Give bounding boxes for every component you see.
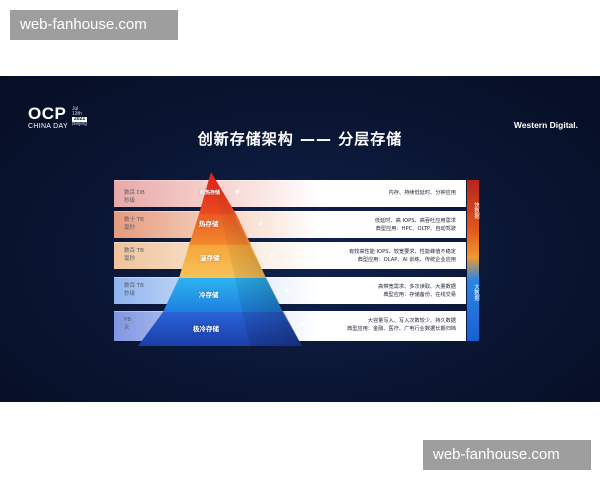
ocp-date-line: Jul 13th	[72, 106, 82, 117]
ocp-year-badge: 2021	[72, 116, 88, 122]
connector-dot	[270, 254, 273, 257]
connector-dot	[236, 190, 239, 193]
tier-description: 有较高性能 IOPS、较宽要求、性能峰值不稳定 典型应用：OLAP、AI 训练、…	[286, 248, 456, 264]
tier-label-cold: 冷存储	[199, 291, 219, 299]
connector-dot	[259, 222, 262, 225]
connector-dot	[300, 323, 303, 326]
tier-description-line: 典型应用：HPC、OLTP、自动驾驶	[375, 226, 456, 232]
tier-description-line: 典型应用：OLAP、AI 训练、传统企业应用	[357, 257, 456, 263]
connector-dot	[285, 289, 288, 292]
side-label-big-data: 大数据	[473, 284, 479, 301]
tier-description-line: 典型应用：金融、医疗、广电行业数据长期归档	[347, 326, 456, 332]
tier-label-ultra-hot: 超热存储	[200, 190, 221, 196]
tier-description: 内存、持续低延时、分钟应用	[286, 189, 456, 197]
tier-label-frozen: 极冷存储	[193, 325, 219, 333]
tier-description: 高带宽需求、多次读取、大量数据 典型应用：存储备份、在线交易	[286, 283, 456, 299]
ocp-logo-date: Jul 13th 2021 Beijing	[72, 106, 88, 127]
tier-description-line: 有较高性能 IOPS、较宽要求、性能峰值不稳定	[348, 249, 456, 255]
storage-pyramid	[138, 172, 302, 346]
ocp-logo-text: OCP	[28, 104, 67, 123]
ocp-city: Beijing	[72, 121, 88, 127]
ocp-china-day-logo: OCP CHINA DAY Jul 13th 2021 Beijing	[28, 104, 88, 131]
ocp-logo-subtitle: CHINA DAY	[28, 123, 68, 130]
side-label-fast-data: 快数据	[473, 202, 479, 219]
slide-title: 创新存储架构 —— 分层存储	[197, 130, 403, 148]
tier-label-warm: 温存储	[200, 254, 220, 262]
presentation-slide: OCP CHINA DAY Jul 13th 2021 Beijing West…	[0, 76, 600, 402]
tier-description-line: 大容量写入、写入次数较少、持久数据	[367, 318, 456, 324]
tier-description-line: 典型应用：存储备份、在线交易	[383, 292, 456, 298]
tier-description: 低延时、高 IOPS、高吞吐应用需求 典型应用：HPC、OLTP、自动驾驶	[286, 217, 456, 233]
tier-description: 大容量写入、写入次数较少、持久数据 典型应用：金融、医疗、广电行业数据长期归档	[286, 317, 456, 333]
temperature-side-bar: 快数据 大数据	[467, 180, 479, 341]
watermark-bottom: web-fanhouse.com	[423, 440, 591, 470]
tier-description-line: 高带宽需求、多次读取、大量数据	[378, 284, 456, 290]
tier-description-line: 内存、持续低延时、分钟应用	[388, 190, 456, 196]
tier-label-hot: 热存储	[199, 220, 219, 228]
western-digital-logo: Western Digital.	[513, 120, 578, 130]
watermark-top: web-fanhouse.com	[10, 10, 178, 40]
tier-description-line: 低延时、高 IOPS、高吞吐应用需求	[374, 218, 456, 224]
